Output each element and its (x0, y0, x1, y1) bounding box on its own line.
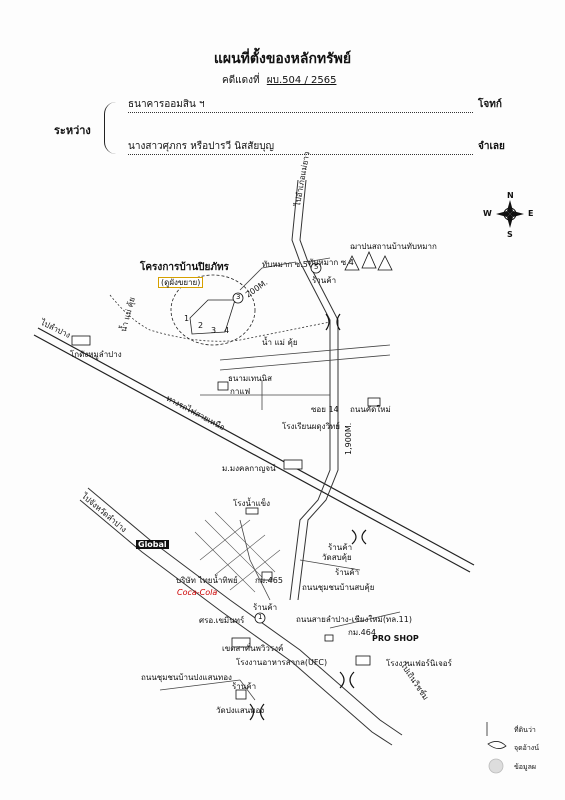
label-hwy-road: ถนนสายลำปาง-เชียงใหม่(ทล.11) (296, 615, 412, 624)
compass-s: S (507, 230, 513, 239)
defendant-name: นางสาวศุภกร หรือปารวี นิสสัยบุญ (128, 139, 473, 155)
case-number-line: คดีแดงที่ ผบ.504 / 2565 (222, 73, 336, 88)
compass-icon (496, 200, 524, 228)
railway-line (33, 327, 475, 573)
canal-line (109, 294, 331, 342)
label-shop4: ร้านค้า (253, 603, 278, 612)
label-dist-1900: 1,900M. (344, 422, 353, 455)
legend-item-1: ที่ดินว่า (514, 726, 536, 734)
label-store-sign: เขตสาคั่นพวิวรงค์ (222, 644, 284, 653)
document-title: แผนที่ตั้งของหลักทรัพย์ (213, 51, 352, 67)
village-grid (194, 511, 281, 593)
label-pond: ธนามเทนนิส (228, 374, 272, 383)
project-sub-wrap: (ดูผังขยาย) (158, 276, 204, 289)
label-temple-top: ฌาปนสถานบ้านทับหมาก (350, 242, 437, 251)
label-cocacola: Coca-Cola (177, 588, 218, 597)
case-label: คดีแดงที่ (222, 75, 260, 86)
label-furniture: โรงงานเฟอร์นิเจอร์ (386, 659, 452, 668)
case-number: ผบ.504 / 2565 (266, 75, 337, 86)
defendant-role: จำเลย (478, 141, 505, 152)
compass-e: E (528, 209, 534, 218)
project-parcel-outline (189, 299, 236, 335)
parcel-label-4: 4 (224, 326, 230, 335)
between-label: ระหว่าง (54, 124, 91, 137)
label-soi14: ซอย 14 (311, 405, 339, 414)
marker-1: 1 (258, 613, 263, 621)
label-warehouse: โกดังหมูลำปาง (70, 350, 122, 359)
label-community-road: ถนนชุมชนบ้านสบคุ้ย (302, 583, 375, 592)
label-shop5: ร้านค้า (232, 682, 257, 691)
party-brace (104, 102, 119, 154)
legend-item-2: จุดอ้างน์ (514, 744, 539, 752)
label-shop2: ร้านค้า (328, 543, 353, 552)
bridge-icon (249, 313, 367, 721)
label-university: ม.มงคลกาญจน์ (222, 464, 276, 473)
north-road (289, 179, 339, 601)
label-thanon-nai: ถนนคัดใหม่ (350, 405, 391, 414)
label-tabmak4: ทับหมาก ซ.4 (308, 258, 354, 267)
legend-item-3: ข้อมูลผ (514, 763, 536, 771)
label-tabmak5: ทับหมาก ซ.5 (262, 260, 308, 269)
label-global: Global (136, 540, 169, 549)
marker-3: 3 (236, 293, 241, 301)
plaintiff-role: โจทก์ (478, 99, 502, 110)
marker-icon (232, 262, 322, 624)
side-roads (159, 257, 401, 701)
compass-n: N (507, 191, 514, 200)
parcel-label-3: 3 (211, 326, 217, 335)
label-km464: กม.464 (348, 628, 376, 637)
highway-road (79, 487, 403, 746)
label-ice-factory: โรงน้ำแข็ง (233, 499, 270, 508)
parcel-label-2: 2 (198, 321, 204, 330)
label-project-sub: (ดูผังขยาย) (158, 277, 204, 288)
building-icon (71, 335, 381, 700)
label-school-mintra: ศรอ.เขมินทร์ (199, 616, 245, 625)
label-shop1: ร้านค้า (312, 276, 337, 285)
label-company: บริษัท ไทยน้ำทิพย์ (176, 576, 238, 585)
label-project: โครงการบ้านปิยภัทร (140, 262, 229, 273)
label-temple-bottom: วัดปงแสนทอง (216, 706, 265, 715)
label-temple-mid: วัดสบคุ้ย (322, 553, 352, 562)
marker-5: 5 (314, 263, 319, 271)
label-food-factory: โรงงานอาหารสากล(UFC) (236, 658, 328, 667)
label-road-community2: ถนนชุมชนบ้านปงแสนทอง (141, 673, 232, 682)
label-school: โรงเรียนผดุงวิทย์ (282, 422, 340, 431)
compass-w: W (483, 209, 492, 218)
label-proshop: PRO SHOP (372, 634, 419, 643)
label-gae: กาแฟ (230, 387, 251, 396)
label-km465: กม.465 (255, 576, 283, 585)
legend-symbols (486, 722, 507, 774)
parcel-label-1: 1 (184, 314, 190, 323)
label-canal2: น้ำ แม่ คุ้ย (262, 338, 298, 347)
temple-icon (344, 251, 393, 271)
label-shop3: ร้านค้า (335, 568, 360, 577)
plaintiff-name: ธนาคารออมสิน ฯ (128, 97, 473, 113)
project-circle (170, 274, 256, 346)
